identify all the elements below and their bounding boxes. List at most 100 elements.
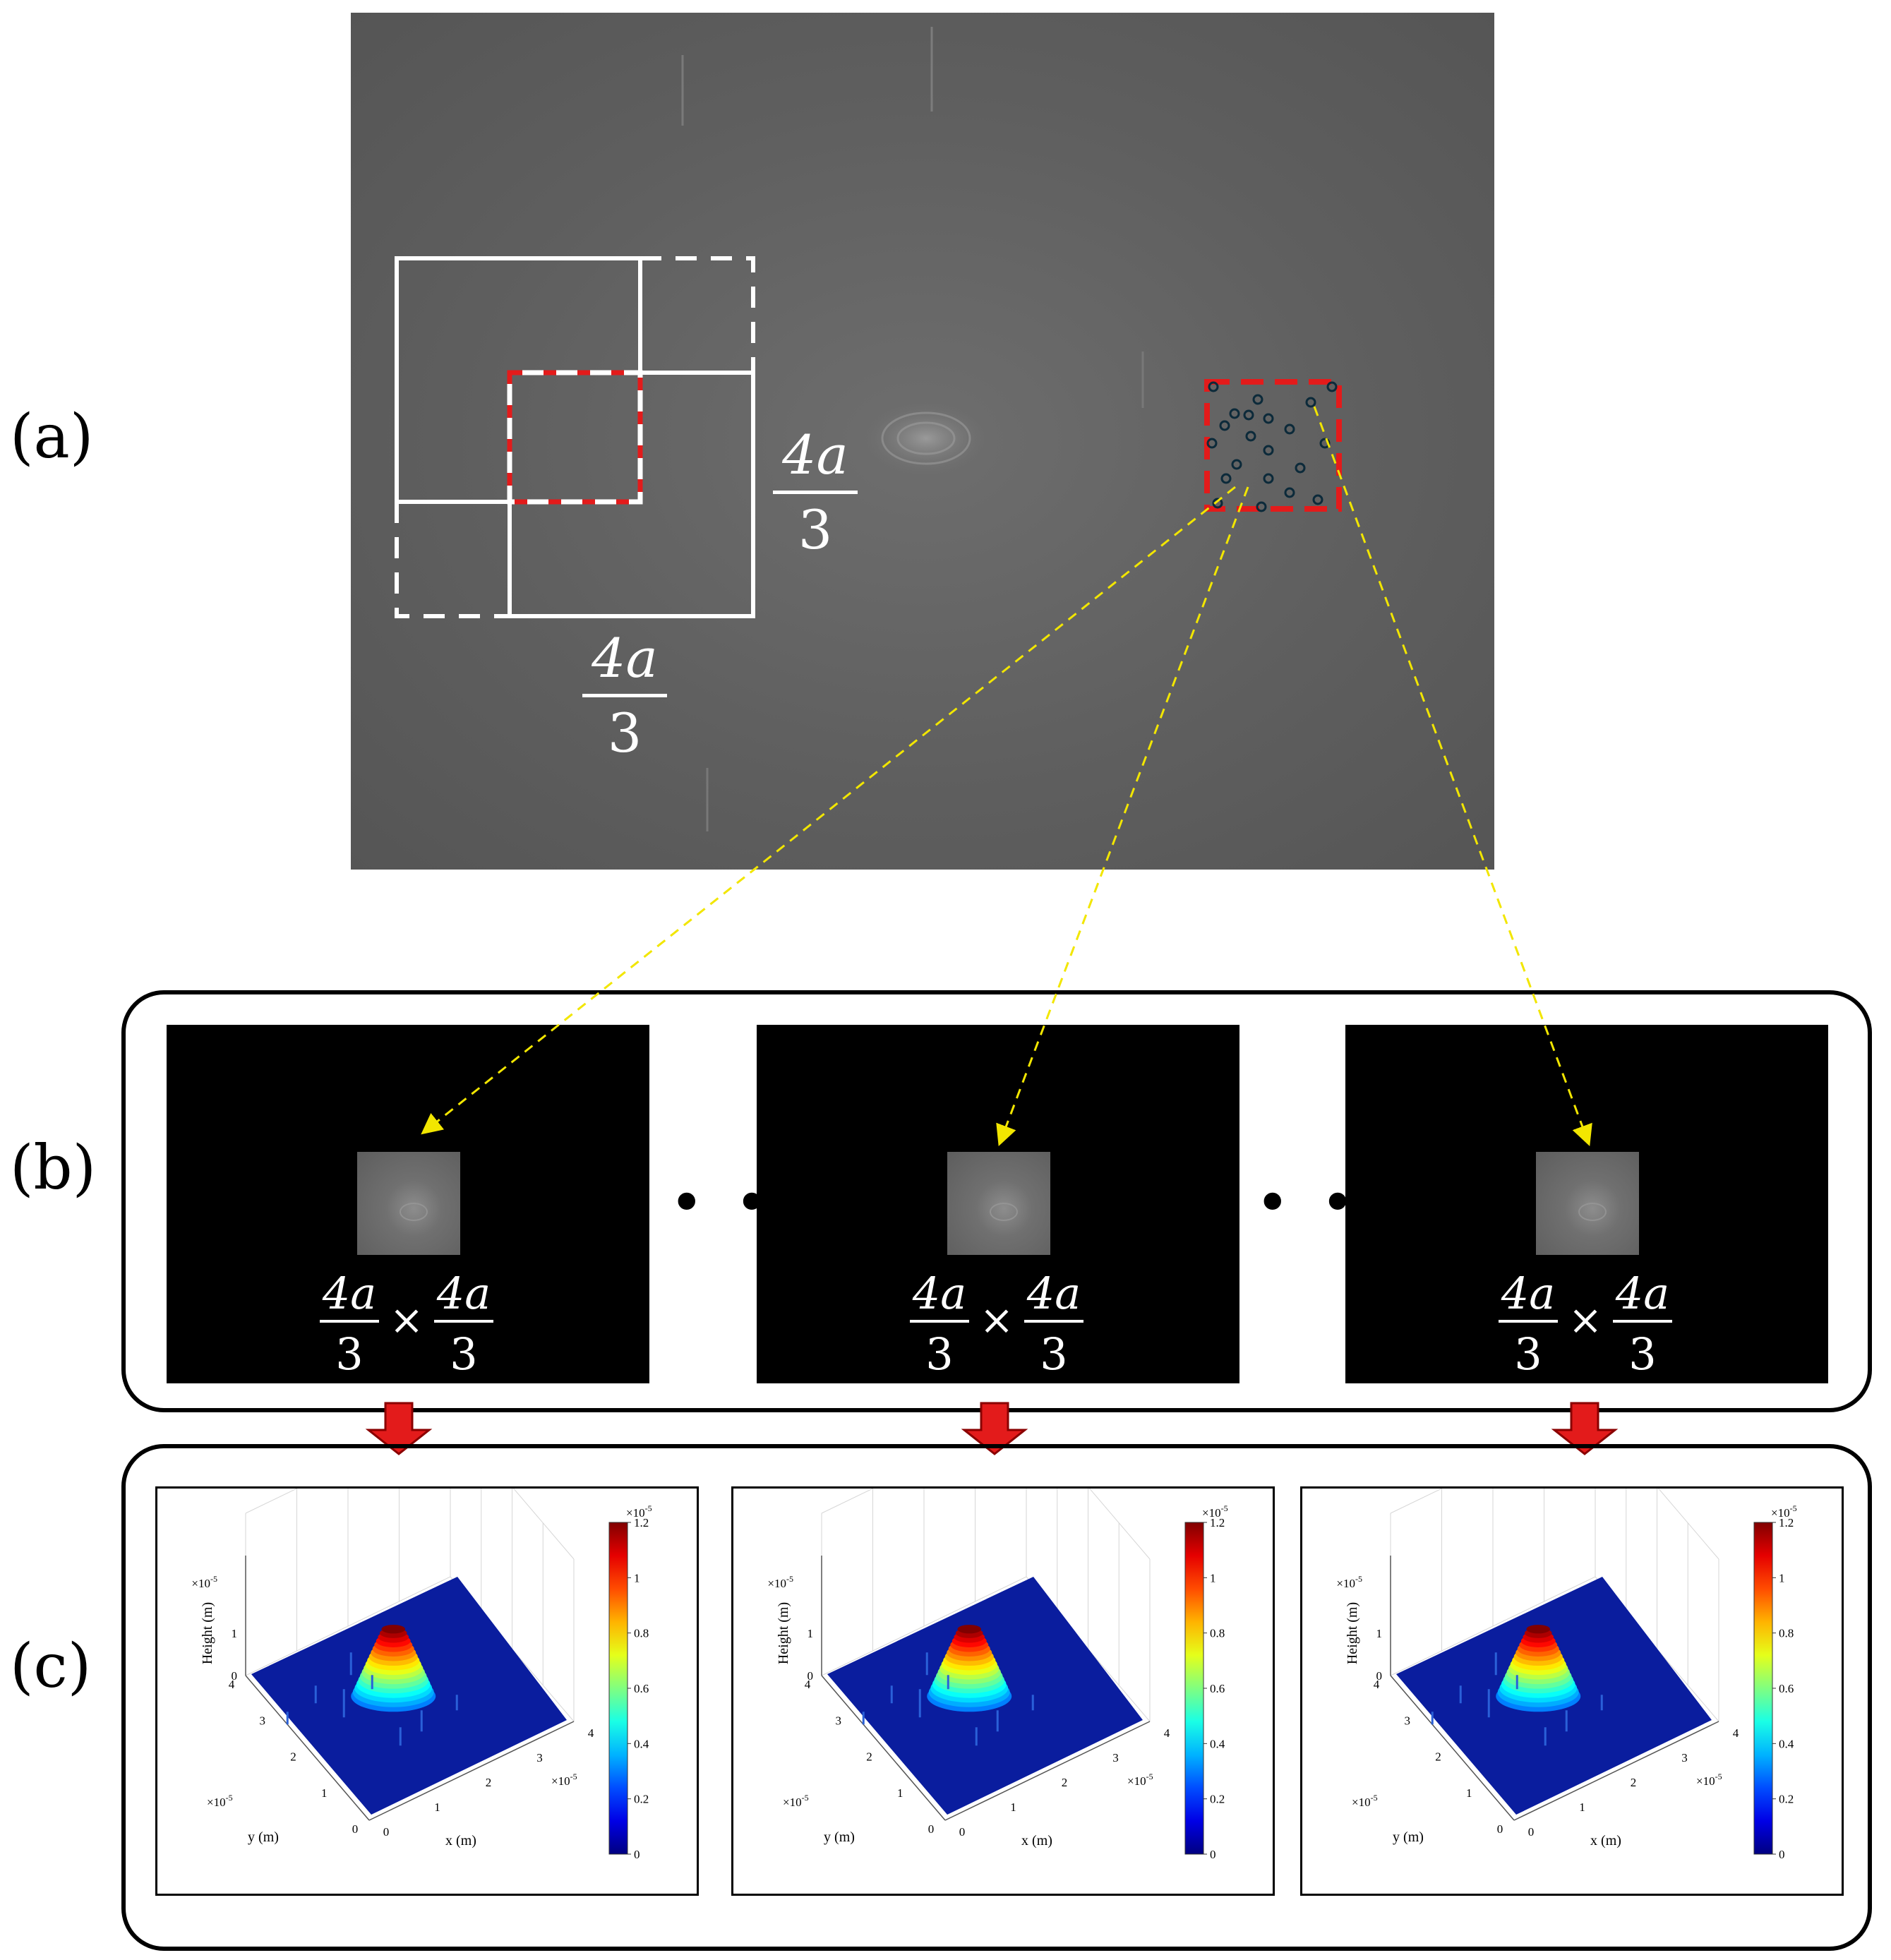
sampling-region (1204, 379, 1342, 512)
size-numerator: 4a (1501, 1268, 1555, 1319)
colorbar-tick-label: 0.2 (1210, 1793, 1225, 1806)
colorbar-tick-label: 0.6 (1210, 1682, 1225, 1695)
sample-point (1263, 445, 1274, 456)
colorbar-tick-label: 0.6 (634, 1682, 649, 1695)
x-exponent: ×10-5 (551, 1772, 577, 1788)
sample-point (1284, 423, 1295, 435)
x-tick-label: 3 (1681, 1751, 1688, 1764)
sample-point (1263, 473, 1274, 484)
sample-point (1305, 397, 1316, 408)
x-tick-label: 4 (1733, 1726, 1739, 1740)
z-tick-label: 1 (808, 1627, 814, 1640)
axes-lines (821, 1556, 1151, 1821)
sample-point (1220, 473, 1232, 484)
size-numerator: 4a (322, 1268, 376, 1319)
fraction-numerator: 4a (592, 627, 658, 690)
size-numerator: 4a (436, 1268, 491, 1319)
colorbar-tick-label: 0.4 (1779, 1737, 1794, 1750)
sample-point (1295, 462, 1306, 474)
sample-point (1208, 381, 1219, 392)
z-tick-label: 1 (1376, 1627, 1383, 1640)
z-tick-label: 0 (1376, 1669, 1383, 1683)
y-axis-label: y (m) (1393, 1829, 1424, 1845)
x-axis-label: x (m) (1021, 1833, 1052, 1848)
x-tick-label: 2 (1631, 1776, 1637, 1789)
size-denominator: 3 (450, 1328, 477, 1380)
y-exponent: ×10-5 (207, 1793, 233, 1809)
x-tick-label: 0 (1528, 1825, 1535, 1839)
y-tick-label: 1 (1466, 1786, 1472, 1800)
colorbar-tick-label: 1 (1779, 1571, 1785, 1585)
z-tick-label: 0 (808, 1669, 814, 1683)
sample-point (1206, 438, 1218, 449)
zero-order-ring (881, 411, 971, 465)
fraction-numerator: 4a (782, 423, 848, 486)
x-tick-label: 4 (588, 1726, 594, 1740)
y-tick-label: 0 (928, 1822, 935, 1836)
size-denominator: 3 (335, 1328, 363, 1380)
panel-c-label: (c) (10, 1631, 92, 1702)
axes-lines (245, 1556, 575, 1821)
subimage-2 (947, 1152, 1050, 1255)
window-dashed (395, 502, 510, 618)
size-denominator: 3 (1514, 1328, 1542, 1380)
colorbar-tick-label: 0.2 (1779, 1793, 1794, 1806)
times-sign: × (1568, 1296, 1603, 1344)
colorbar-tick-label: 0 (1210, 1848, 1216, 1861)
y-tick-label: 3 (836, 1714, 842, 1727)
y-tick-label: 2 (290, 1750, 296, 1764)
y-tick-label: 4 (1374, 1678, 1380, 1691)
x-tick-label: 1 (434, 1800, 440, 1814)
subimage-panel-2: 4a 3 × 4a 3 (757, 1025, 1239, 1383)
x-tick-label: 4 (1164, 1726, 1170, 1740)
y-axis-label: y (m) (824, 1829, 855, 1845)
surface-peak-layer (381, 1625, 406, 1634)
size-denominator: 3 (1628, 1328, 1656, 1380)
x-axis-label: x (m) (445, 1833, 476, 1848)
subimage-size-label: 4a 3 × 4a 3 (757, 1263, 1239, 1383)
axes-lines (1390, 1556, 1719, 1821)
z-tick-label: 0 (232, 1669, 238, 1683)
colorbar (1753, 1522, 1773, 1855)
subimage-1 (357, 1152, 460, 1255)
x-tick-label: 1 (1010, 1800, 1016, 1814)
colorbar-tick-label: 0.6 (1779, 1682, 1794, 1695)
x-tick-label: 3 (1112, 1751, 1119, 1764)
x-tick-label: 2 (486, 1776, 492, 1789)
surface-peak-layer (1526, 1625, 1551, 1634)
colorbar-tick-label: 0 (1779, 1848, 1785, 1861)
colorbar-tick-label: 0.8 (1210, 1627, 1225, 1640)
size-denominator: 3 (1040, 1328, 1067, 1380)
colorbar-tick-label: 0.8 (1779, 1627, 1794, 1640)
z-exponent: ×10-5 (1336, 1574, 1362, 1590)
colorbar-tick-label: 0.4 (1210, 1737, 1225, 1750)
y-tick-label: 3 (260, 1714, 266, 1727)
size-numerator: 4a (1026, 1268, 1081, 1319)
times-sign: × (390, 1296, 424, 1344)
y-tick-label: 4 (805, 1678, 811, 1691)
window-solid (508, 371, 755, 618)
surface-peak-layer (957, 1625, 982, 1634)
colorbar-tick-label: 1.2 (1779, 1516, 1794, 1529)
y-tick-label: 0 (352, 1822, 359, 1836)
colorbar (1184, 1522, 1204, 1855)
colorbar-tick-label: 0.8 (634, 1627, 649, 1640)
x-tick-label: 2 (1062, 1776, 1068, 1789)
colorbar-tick-label: 1.2 (634, 1516, 649, 1529)
x-tick-label: 0 (383, 1825, 390, 1839)
z-axis-label: Height (m) (1345, 1602, 1360, 1664)
x-exponent: ×10-5 (1127, 1772, 1153, 1788)
size-numerator: 4a (1615, 1268, 1669, 1319)
sample-points (1206, 381, 1338, 512)
window-width-label: 4a 3 (572, 627, 678, 764)
z-axis-label: Height (m) (200, 1602, 215, 1664)
x-tick-label: 0 (959, 1825, 966, 1839)
sample-point (1219, 420, 1230, 431)
colorbar-tick-label: 0 (634, 1848, 640, 1861)
x-exponent: ×10-5 (1696, 1772, 1722, 1788)
zero-order-glow (859, 399, 993, 477)
z-axis-label: Height (m) (776, 1602, 791, 1664)
hologram-overlay (395, 27, 1342, 831)
